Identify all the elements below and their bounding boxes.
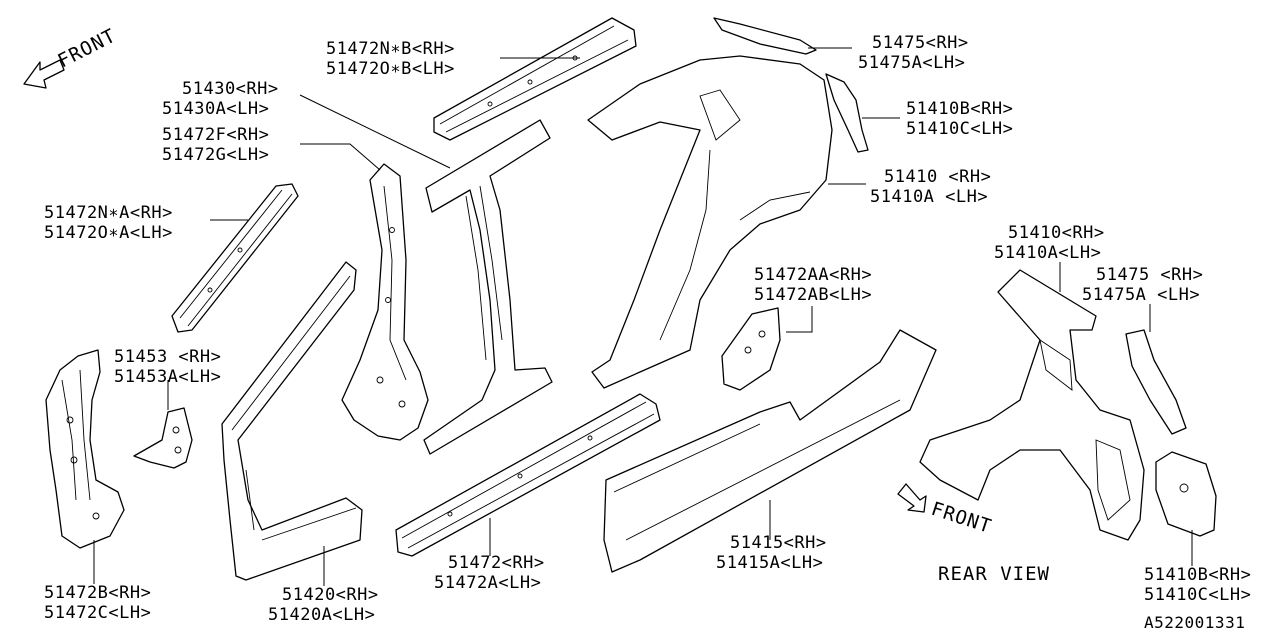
label-rear-51475a: 51475A <LH> [1082,285,1200,305]
part-51472nb-roof-rail [433,17,637,141]
part-rear-51410b [1155,451,1217,537]
part-51430-b-pillar [423,119,553,455]
front-label: FRONT [54,25,119,73]
label-51410c: 51410C<LH> [906,119,1013,139]
rear-view-label: REAR VIEW [938,563,1050,585]
label-51410b: 51410B<RH> [906,99,1013,119]
label-51410: 51410 <RH> [884,167,991,187]
part-51472b-hinge-pillar [45,349,125,549]
label-51472na: 51472N∗A<RH> [44,203,173,223]
label-51415: 51415<RH> [730,533,827,553]
label-51472f: 51472F<RH> [162,125,269,145]
part-rear-view-quarter [919,269,1145,541]
part-51415-rocker-outer [603,329,937,573]
label-51453: 51453 <RH> [114,347,221,367]
part-51420-a-pillar [221,261,363,581]
label-51472c: 51472C<LH> [44,603,151,623]
part-51472f-pillar-reinforcement [341,163,429,441]
label-51472ob: 51472O∗B<LH> [326,59,455,79]
label-51472b: 51472B<RH> [44,583,151,603]
part-51472-rocker [395,393,661,557]
front-arrow-rear-icon [897,483,927,513]
leader-51472f [300,143,381,171]
part-51472aa-bracket [721,307,781,391]
label-51415a: 51415A<LH> [716,553,823,573]
label-51420a: 51420A<LH> [268,605,375,625]
label-51472nb: 51472N∗B<RH> [326,39,455,59]
front-arrow-icon [23,59,65,89]
label-51420: 51420<RH> [282,585,379,605]
label-rear-51475: 51475 <RH> [1096,265,1203,285]
label-51453a: 51453A<LH> [114,367,221,387]
leader-51430 [299,94,451,169]
label-51472: 51472<RH> [448,553,545,573]
front-label-rear: FRONT [928,498,994,538]
label-51430a: 51430A<LH> [162,99,269,119]
label-rear-51410a: 51410A<LH> [994,243,1101,263]
part-rear-51475 [1125,329,1187,435]
label-51430: 51430<RH> [182,79,279,99]
label-51472a: 51472A<LH> [434,573,541,593]
diagram-code: A522001331 [1144,613,1245,632]
part-51410-quarter-outer [587,55,833,389]
label-rear-51410: 51410<RH> [1008,223,1105,243]
part-51453-bracket [133,407,193,469]
label-rear-51410c: 51410C<LH> [1144,585,1251,605]
label-51472oa: 51472O∗A<LH> [44,223,173,243]
part-51475-bracket [713,17,817,55]
label-51472g: 51472G<LH> [162,145,269,165]
label-51472aa: 51472AA<RH> [754,265,872,285]
label-51410a: 51410A <LH> [870,187,988,207]
part-51472na-rail [171,183,299,333]
label-51475: 51475<RH> [872,33,969,53]
label-51472ab: 51472AB<LH> [754,285,872,305]
part-51410b-inner-panel [825,73,869,153]
leader-51472aa [786,306,813,333]
label-rear-51410b: 51410B<RH> [1144,565,1251,585]
label-51475a: 51475A<LH> [858,53,965,73]
